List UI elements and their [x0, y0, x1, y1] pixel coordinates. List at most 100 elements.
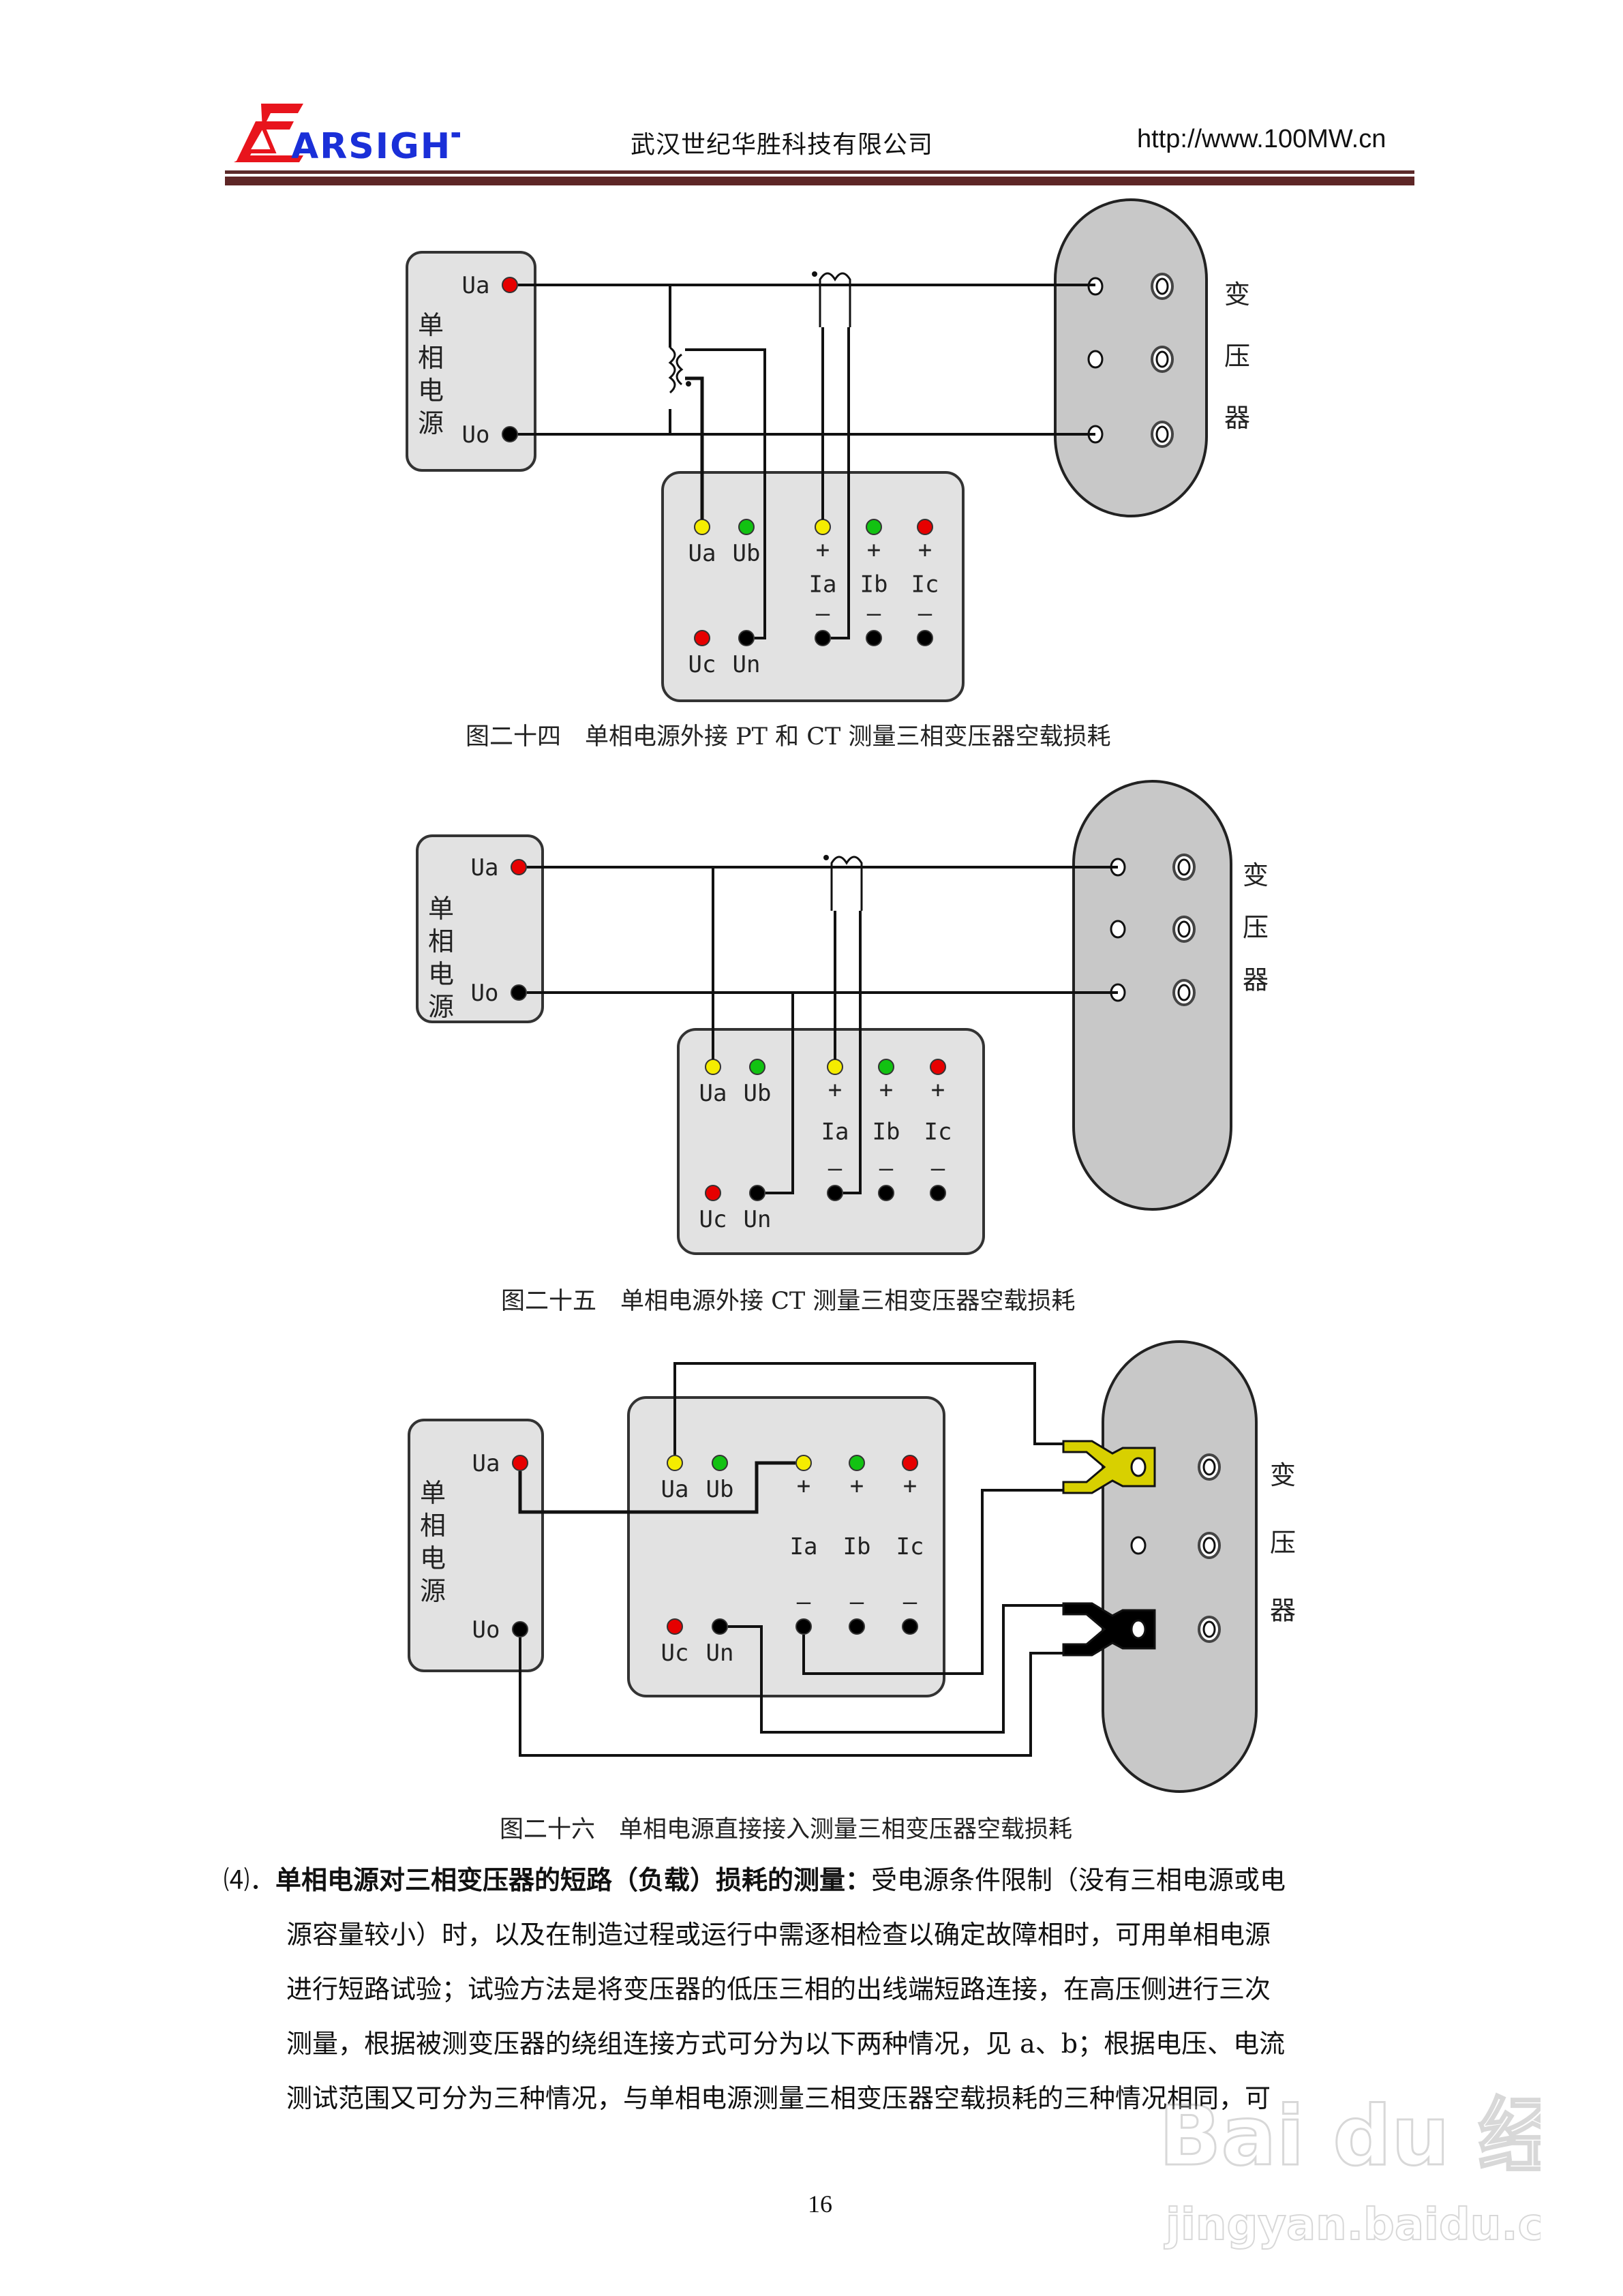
- source-uo-label: Uo: [472, 1616, 500, 1644]
- company-name: 武汉世纪华胜科技有限公司: [631, 131, 934, 159]
- meter-current-minus-terminal: [795, 1618, 812, 1635]
- section-number: ⑷．: [224, 1865, 276, 1895]
- header-rule-thick: [225, 177, 1414, 185]
- source-ua-label: Ua: [462, 272, 490, 299]
- meter-current-minus-terminal: [827, 1185, 843, 1201]
- meter-minus-label: –: [797, 1588, 811, 1616]
- source-uo-label: Uo: [462, 421, 490, 449]
- meter-uc-label: Uc: [661, 1640, 689, 1667]
- meter-current-minus-terminal: [902, 1618, 918, 1635]
- source-name-char: 单: [428, 894, 454, 924]
- meter-minus-label: –: [816, 600, 830, 627]
- yellow-clamp-icon: [1062, 1440, 1156, 1494]
- meter-un-terminal: [712, 1618, 728, 1635]
- meter-plus-label: +: [816, 537, 830, 564]
- meter-uc-label: Uc: [688, 651, 716, 678]
- source-ua-label: Ua: [471, 854, 499, 881]
- watermark-site: jingyan.baidu.com: [1164, 2200, 1541, 2250]
- figure-24-caption: 图二十四 单相电源外接 PT 和 CT 测量三相变压器空载损耗: [466, 723, 1111, 751]
- transformer-high-terminal-inner: [1155, 277, 1169, 295]
- source-name-char: 电: [418, 376, 444, 406]
- meter-current-minus-terminal: [866, 630, 882, 646]
- meter-plus-label: +: [850, 1472, 864, 1500]
- source-ua-label: Ua: [472, 1450, 500, 1477]
- fig25-un-tap-wire: [765, 993, 794, 1194]
- meter-top-terminal: [738, 519, 755, 535]
- transformer-high-terminal-inner: [1202, 1620, 1216, 1638]
- meter-current-minus-terminal: [917, 630, 933, 646]
- watermark-brand: Bai du 经验: [1159, 2089, 1541, 2184]
- meter-current-label: Ic: [911, 571, 939, 599]
- meter-minus-label: –: [828, 1155, 843, 1182]
- meter-ua-label: Ua: [661, 1476, 689, 1503]
- meter-panel: [627, 1396, 945, 1697]
- meter-top-terminal: [902, 1455, 918, 1471]
- transformer-name-char: 器: [1224, 403, 1250, 433]
- paragraph-line-5: 测试范围又可分为三种情况，与单相电源测量三相变压器空载损耗的三种情况相同，可: [286, 2083, 1271, 2113]
- meter-plus-label: +: [797, 1472, 810, 1500]
- transformer-name-char: 变: [1243, 860, 1269, 890]
- source-uo-terminal: [502, 426, 518, 442]
- meter-current-label: Ib: [860, 571, 888, 599]
- page-number: 16: [808, 2190, 832, 2218]
- meter-ub-label: Ub: [706, 1476, 734, 1503]
- meter-plus-label: +: [903, 1472, 917, 1500]
- farsight-logo: ARSIGHT: [234, 104, 460, 166]
- fig26-un-to-black-clamp-wire: [728, 1604, 1063, 1734]
- meter-minus-label: –: [918, 600, 932, 627]
- single-phase-source-box: [408, 1419, 544, 1672]
- meter-current-label: Ia: [809, 571, 837, 599]
- fig26-source-ua-to-ia-plus-wire: [518, 1461, 795, 1514]
- fig26-meter-ua-to-clamp-wire: [673, 1362, 1063, 1455]
- source-name-char: 相: [428, 926, 454, 956]
- fig24-ct-icon: [819, 272, 851, 327]
- company-url[interactable]: http://www.100MW.cn: [1137, 125, 1386, 153]
- meter-ua-label: Ua: [688, 540, 716, 567]
- logo-text: ARSIGHT: [291, 126, 460, 166]
- source-name-char: 相: [420, 1511, 446, 1541]
- ct-polarity-dot-icon: [823, 855, 829, 860]
- fig26-ia-minus-to-clamp-wire: [802, 1489, 1063, 1675]
- transformer-high-terminal-inner: [1155, 350, 1169, 368]
- figure-25-caption: 图二十五 单相电源外接 CT 测量三相变压器空载损耗: [501, 1288, 1076, 1315]
- meter-top-terminal: [815, 519, 831, 535]
- meter-current-minus-terminal: [815, 630, 831, 646]
- meter-plus-label: +: [828, 1076, 842, 1104]
- meter-top-terminal: [849, 1455, 865, 1471]
- figure-26-caption: 图二十六 单相电源直接接入测量三相变压器空载损耗: [500, 1816, 1073, 1843]
- transformer-low-terminal: [1130, 1536, 1147, 1555]
- meter-plus-label: +: [879, 1076, 893, 1104]
- meter-current-label: Ia: [790, 1533, 818, 1560]
- meter-current-minus-terminal: [878, 1185, 894, 1201]
- paragraph-line-2: 源容量较小）时，以及在制造过程或运行中需逐相检查以确定故障相时，可用单相电源: [286, 1920, 1271, 1950]
- meter-top-terminal: [694, 519, 710, 535]
- meter-un-terminal: [749, 1185, 765, 1201]
- meter-top-terminal: [917, 519, 933, 535]
- meter-panel: [661, 471, 965, 702]
- source-ua-terminal: [511, 859, 527, 875]
- fig24-ct-to-ia-minus-wire: [831, 327, 850, 639]
- meter-current-label: Ia: [821, 1119, 849, 1146]
- meter-minus-label: –: [850, 1588, 864, 1616]
- section-heading: 单相电源对三相变压器的短路（负载）损耗的测量：: [275, 1864, 872, 1895]
- source-name-char: 源: [428, 992, 454, 1022]
- meter-ub-label: Ub: [733, 540, 761, 567]
- logo-mark-icon: [234, 104, 303, 162]
- transformer-name-char: 变: [1224, 280, 1250, 309]
- transformer-high-terminal-inner: [1202, 1458, 1216, 1476]
- transformer-high-terminal-inner: [1177, 858, 1191, 876]
- transformer-high-terminal-inner: [1177, 984, 1191, 1001]
- source-name-char: 电: [420, 1543, 446, 1573]
- meter-top-terminal: [712, 1455, 728, 1471]
- meter-current-minus-terminal: [849, 1618, 865, 1635]
- fig26-source-uo-to-black-clamp-wire: [519, 1637, 1063, 1757]
- paragraph-line-4: 测量，根据被测变压器的绕组连接方式可分为以下两种情况，见 a、b；根据电压、电流: [286, 2029, 1286, 2059]
- transformer-low-terminal: [1087, 350, 1104, 369]
- meter-minus-label: –: [867, 600, 881, 627]
- meter-current-label: Ic: [896, 1533, 924, 1560]
- meter-current-minus-terminal: [930, 1185, 946, 1201]
- yellow-clamp-icon-hole: [1130, 1457, 1147, 1477]
- meter-ua-label: Ua: [699, 1080, 727, 1107]
- transformer-high-terminal-inner: [1155, 425, 1169, 443]
